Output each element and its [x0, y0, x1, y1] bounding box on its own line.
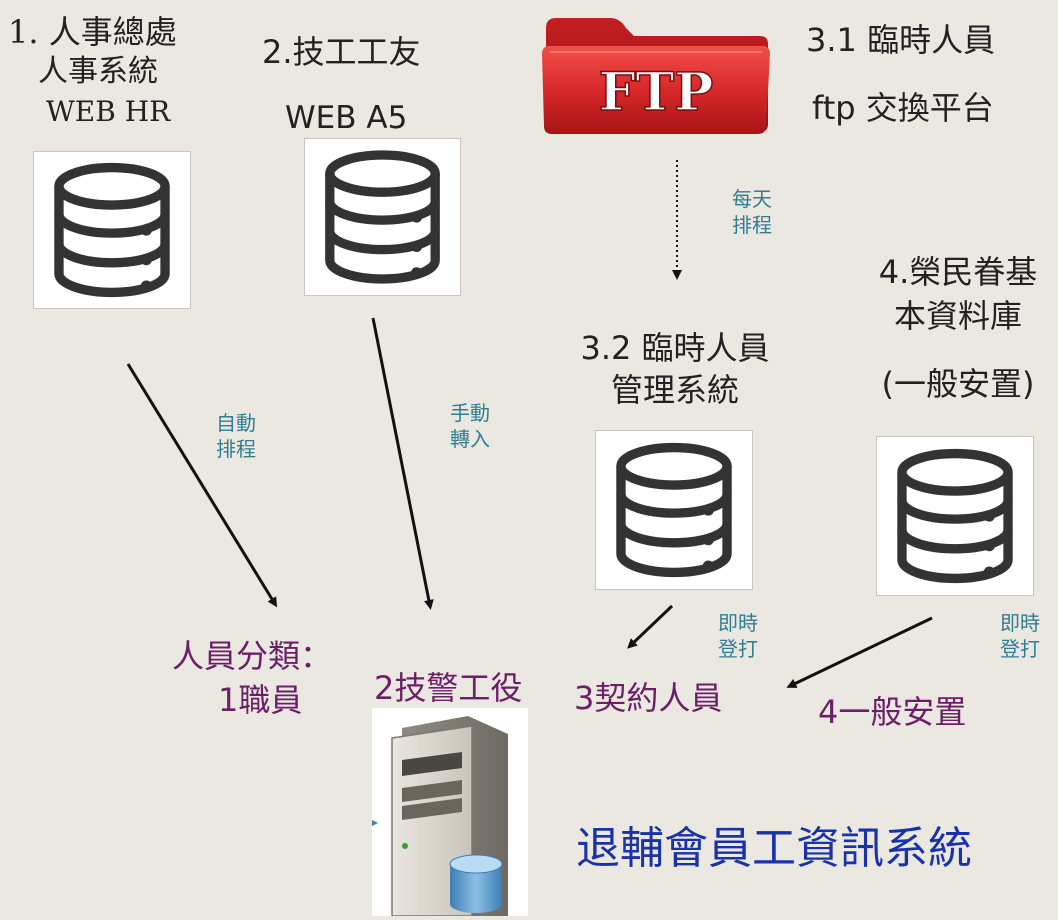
category-general: 4一般安置: [818, 693, 967, 731]
temp-mgmt-to-contract-arrow: [627, 604, 674, 649]
veteran-title-line2: 本資料庫: [893, 297, 1022, 335]
daily-schedule-label: 每天 排程: [722, 186, 782, 238]
manual-import-label: 手動 轉入: [440, 400, 500, 452]
temp-mgmt-title-line2: 管理系統: [610, 371, 739, 409]
server-icon: [372, 708, 528, 917]
ftp-logo-text: FTP: [599, 62, 714, 123]
daily-schedule-line2: 排程: [732, 213, 772, 237]
manual-import-line1: 手動: [450, 401, 490, 425]
a5-to-tech-arrow: [371, 317, 434, 610]
a5-title-line1: 2.技工工友: [262, 33, 421, 71]
category-staff: 1職員: [218, 681, 303, 719]
realtime-1-line1: 即時: [718, 611, 758, 635]
temp-mgmt-database-icon: [595, 430, 753, 590]
realtime-1-line2: 登打: [718, 637, 758, 661]
ftp-title-line2: ftp 交換平台: [812, 89, 994, 127]
hr-title-line2: 人事系統: [38, 54, 158, 89]
hr-title-line3: WEB HR: [46, 95, 171, 128]
hr-to-staff-arrow: [126, 363, 278, 608]
ftp-title-line1: 3.1 臨時人員: [806, 21, 996, 59]
hr-database-icon: [33, 151, 191, 309]
manual-import-line2: 轉入: [450, 427, 490, 451]
category-heading: 人員分類：: [172, 637, 333, 675]
veteran-to-contract-arrow: [786, 616, 933, 688]
temp-mgmt-title-line1: 3.2 臨時人員: [580, 329, 770, 367]
veteran-title-line3: (一般安置): [881, 365, 1035, 403]
auto-schedule-line1: 自動: [216, 411, 256, 435]
realtime-2-line2: 登打: [1000, 637, 1040, 661]
veteran-database-icon: [876, 436, 1034, 596]
a5-title-line2: WEB A5: [285, 100, 408, 136]
auto-schedule-line2: 排程: [216, 437, 256, 461]
hr-source-title: 1. 人事總處 人事系統 WEB HR: [8, 12, 198, 132]
auto-schedule-label: 自動 排程: [206, 410, 266, 462]
hr-title-line1: 1. 人事總處: [8, 13, 177, 51]
realtime-label-2: 即時 登打: [990, 610, 1050, 662]
veteran-title-line1: 4.榮民眷基: [878, 253, 1038, 291]
category-tech: 2技警工役: [374, 669, 523, 707]
realtime-label-1: 即時 登打: [708, 610, 768, 662]
category-contract: 3契約人員: [574, 679, 723, 717]
realtime-2-line1: 即時: [1000, 611, 1040, 635]
a5-database-icon: [304, 138, 461, 296]
ftp-folder-icon: FTP: [540, 8, 772, 136]
system-title: 退輔會員工資訊系統: [576, 823, 972, 874]
daily-schedule-line1: 每天: [732, 187, 772, 211]
